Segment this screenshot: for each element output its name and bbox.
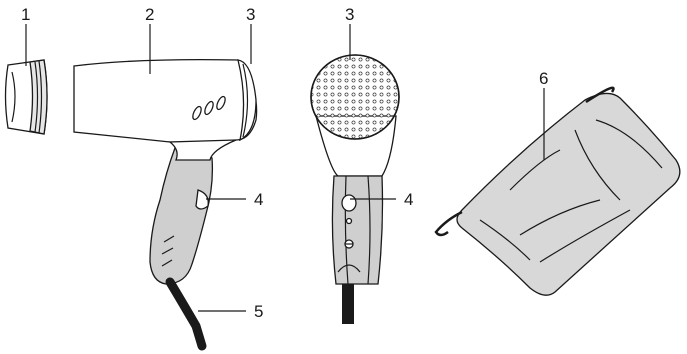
hair-dryer-side-view-icon bbox=[74, 60, 257, 346]
grip-rear bbox=[332, 176, 382, 284]
grip bbox=[150, 146, 212, 284]
switch-rear bbox=[342, 195, 356, 211]
storage-pouch-icon bbox=[436, 88, 680, 295]
barrel bbox=[74, 60, 257, 148]
callout-numbers: 1 2 3 3 4 4 5 6 bbox=[21, 5, 548, 321]
callout-2: 2 bbox=[145, 5, 154, 24]
callout-3-side: 3 bbox=[246, 5, 255, 24]
callout-4-side: 4 bbox=[254, 190, 263, 209]
callout-1: 1 bbox=[21, 5, 30, 24]
callout-5: 5 bbox=[254, 302, 263, 321]
cord bbox=[170, 282, 202, 346]
callout-3-rear: 3 bbox=[345, 5, 354, 24]
callout-6: 6 bbox=[539, 69, 548, 88]
concentrator-nozzle-icon bbox=[6, 60, 48, 134]
cord-rear bbox=[342, 284, 354, 324]
callout-4-rear: 4 bbox=[404, 190, 413, 209]
hair-dryer-rear-view-icon bbox=[311, 55, 399, 324]
